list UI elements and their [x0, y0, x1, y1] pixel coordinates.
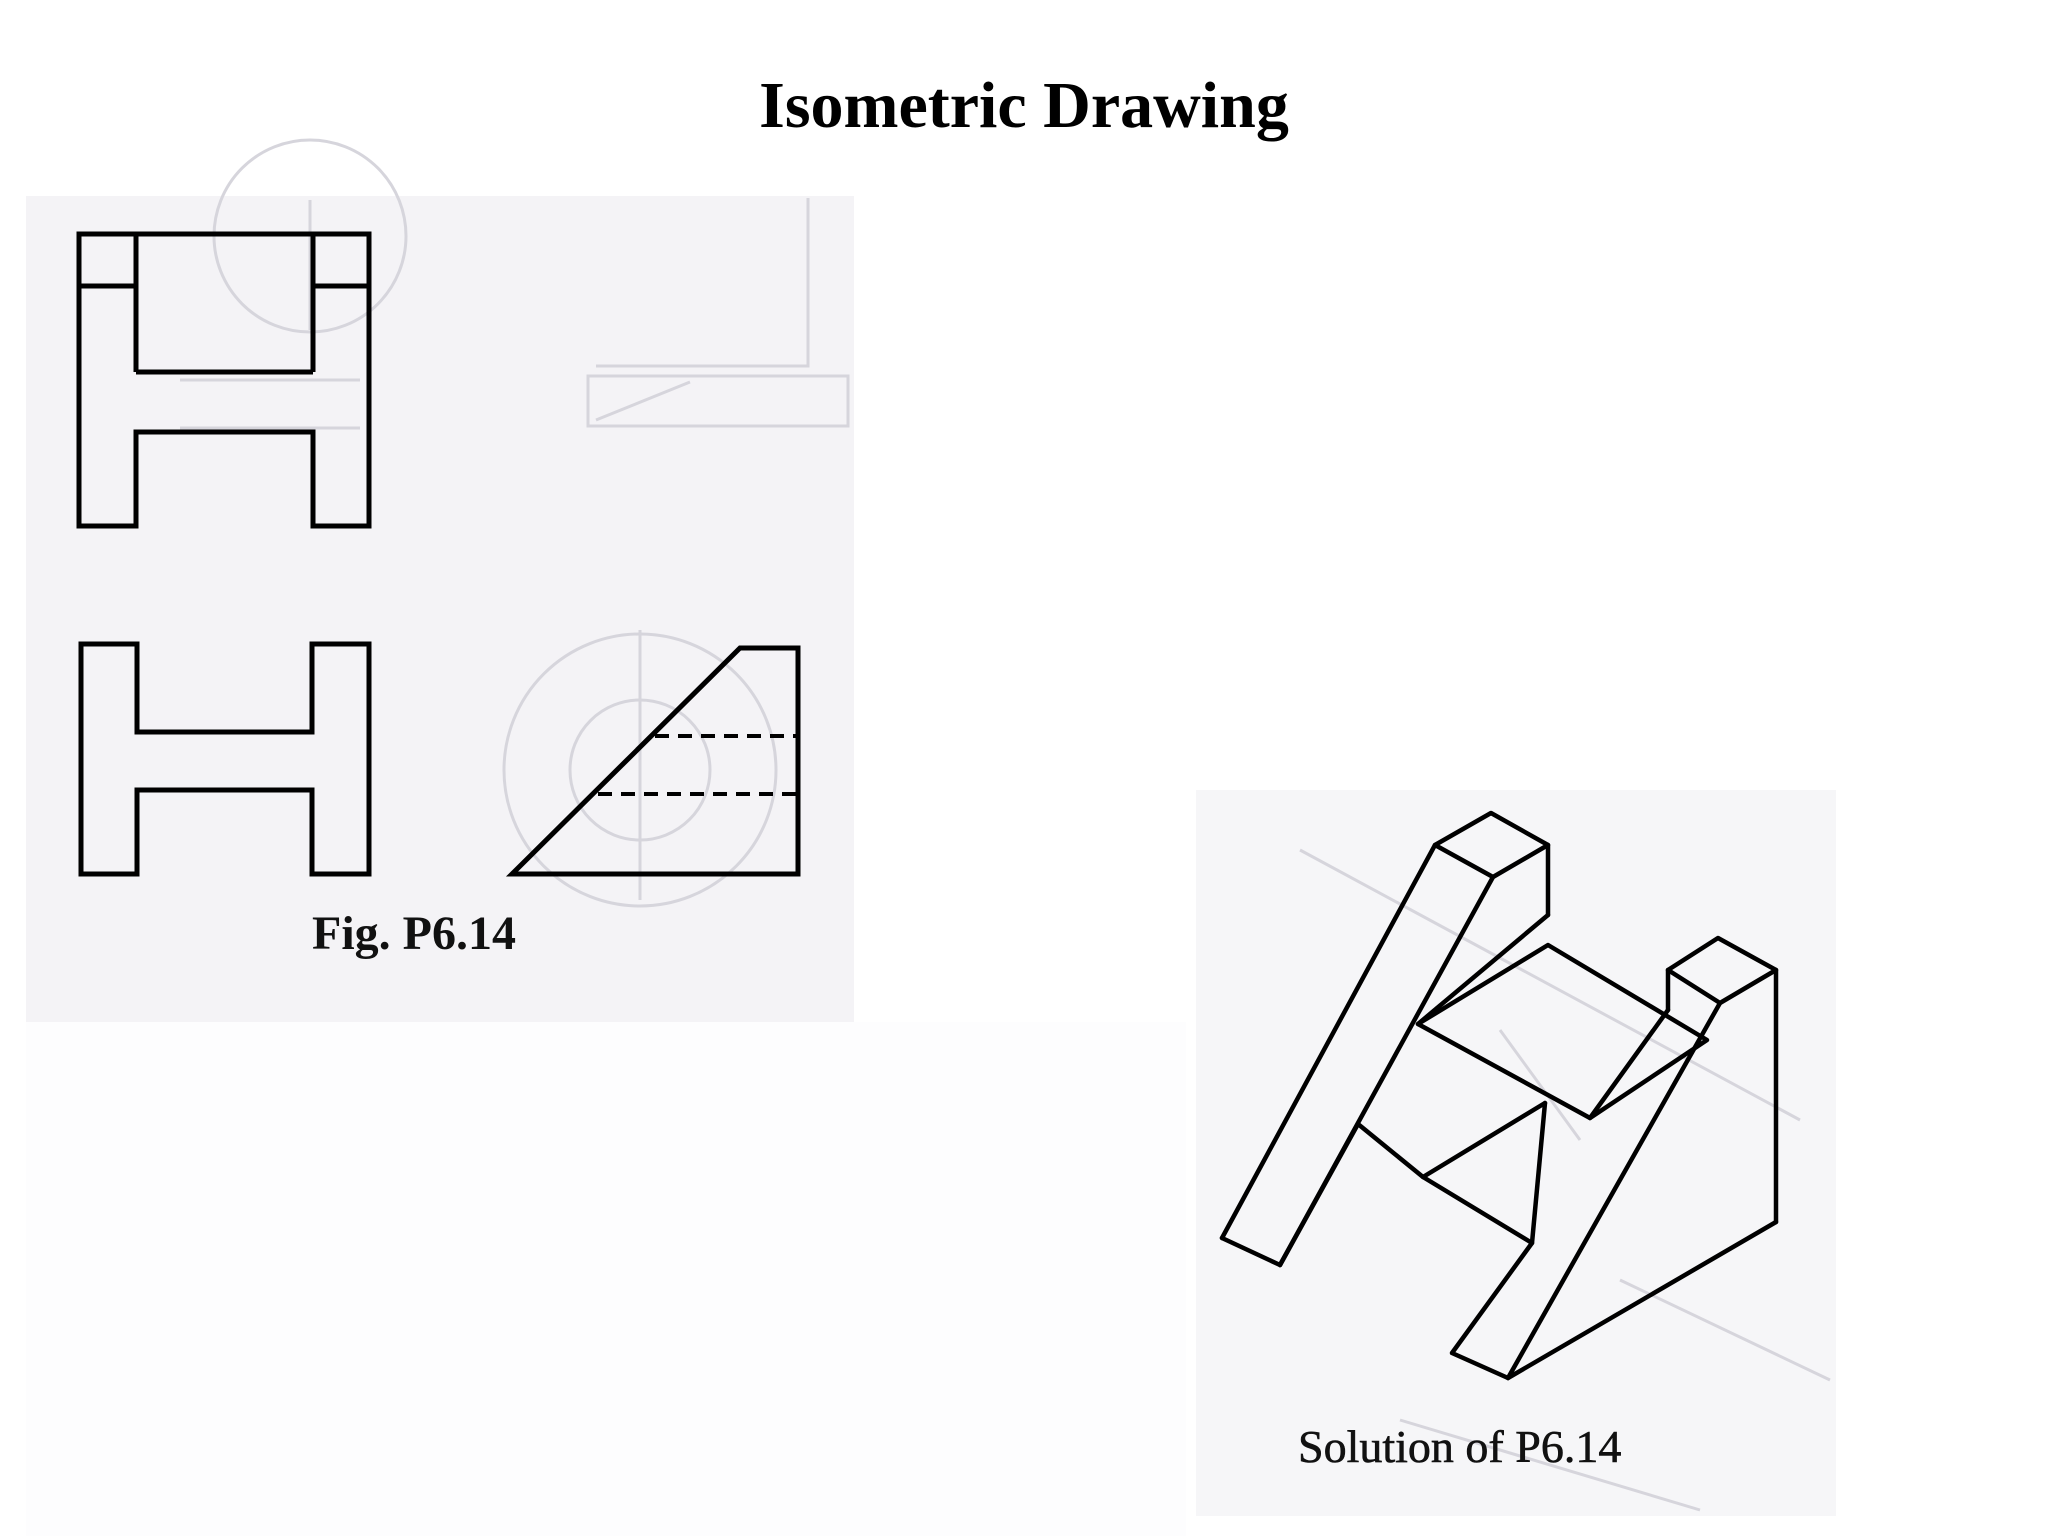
slide-title: Isometric Drawing [759, 69, 1289, 142]
front-view-outline [78, 641, 372, 877]
right-post-inner-edge [1587, 1007, 1671, 1121]
isometric-solution [1219, 810, 1779, 1381]
bottom-notch [1277, 1121, 1426, 1268]
scan-background-lower [26, 1022, 1186, 1536]
solution-caption: Solution of P6.14 [1298, 1421, 1622, 1473]
crossbar-front [1420, 1174, 1535, 1381]
right-post-top-face [1665, 935, 1779, 1006]
crossbar-top-face [1415, 942, 1710, 1121]
side-view [505, 645, 801, 877]
left-post-top-face [1432, 810, 1551, 880]
right-post-outer-edge [1505, 1000, 1723, 1381]
top-view [76, 231, 372, 529]
side-view-outline [505, 645, 801, 877]
front-view [78, 641, 372, 877]
scan-background-right [1196, 790, 1836, 1516]
left-post-outer-edge [1219, 842, 1438, 1241]
figure-caption: Fig. P6.14 [312, 907, 516, 960]
sloped-base-edge [1505, 1219, 1779, 1381]
ghost-lines [180, 138, 1831, 1512]
top-view-outline [76, 231, 372, 529]
